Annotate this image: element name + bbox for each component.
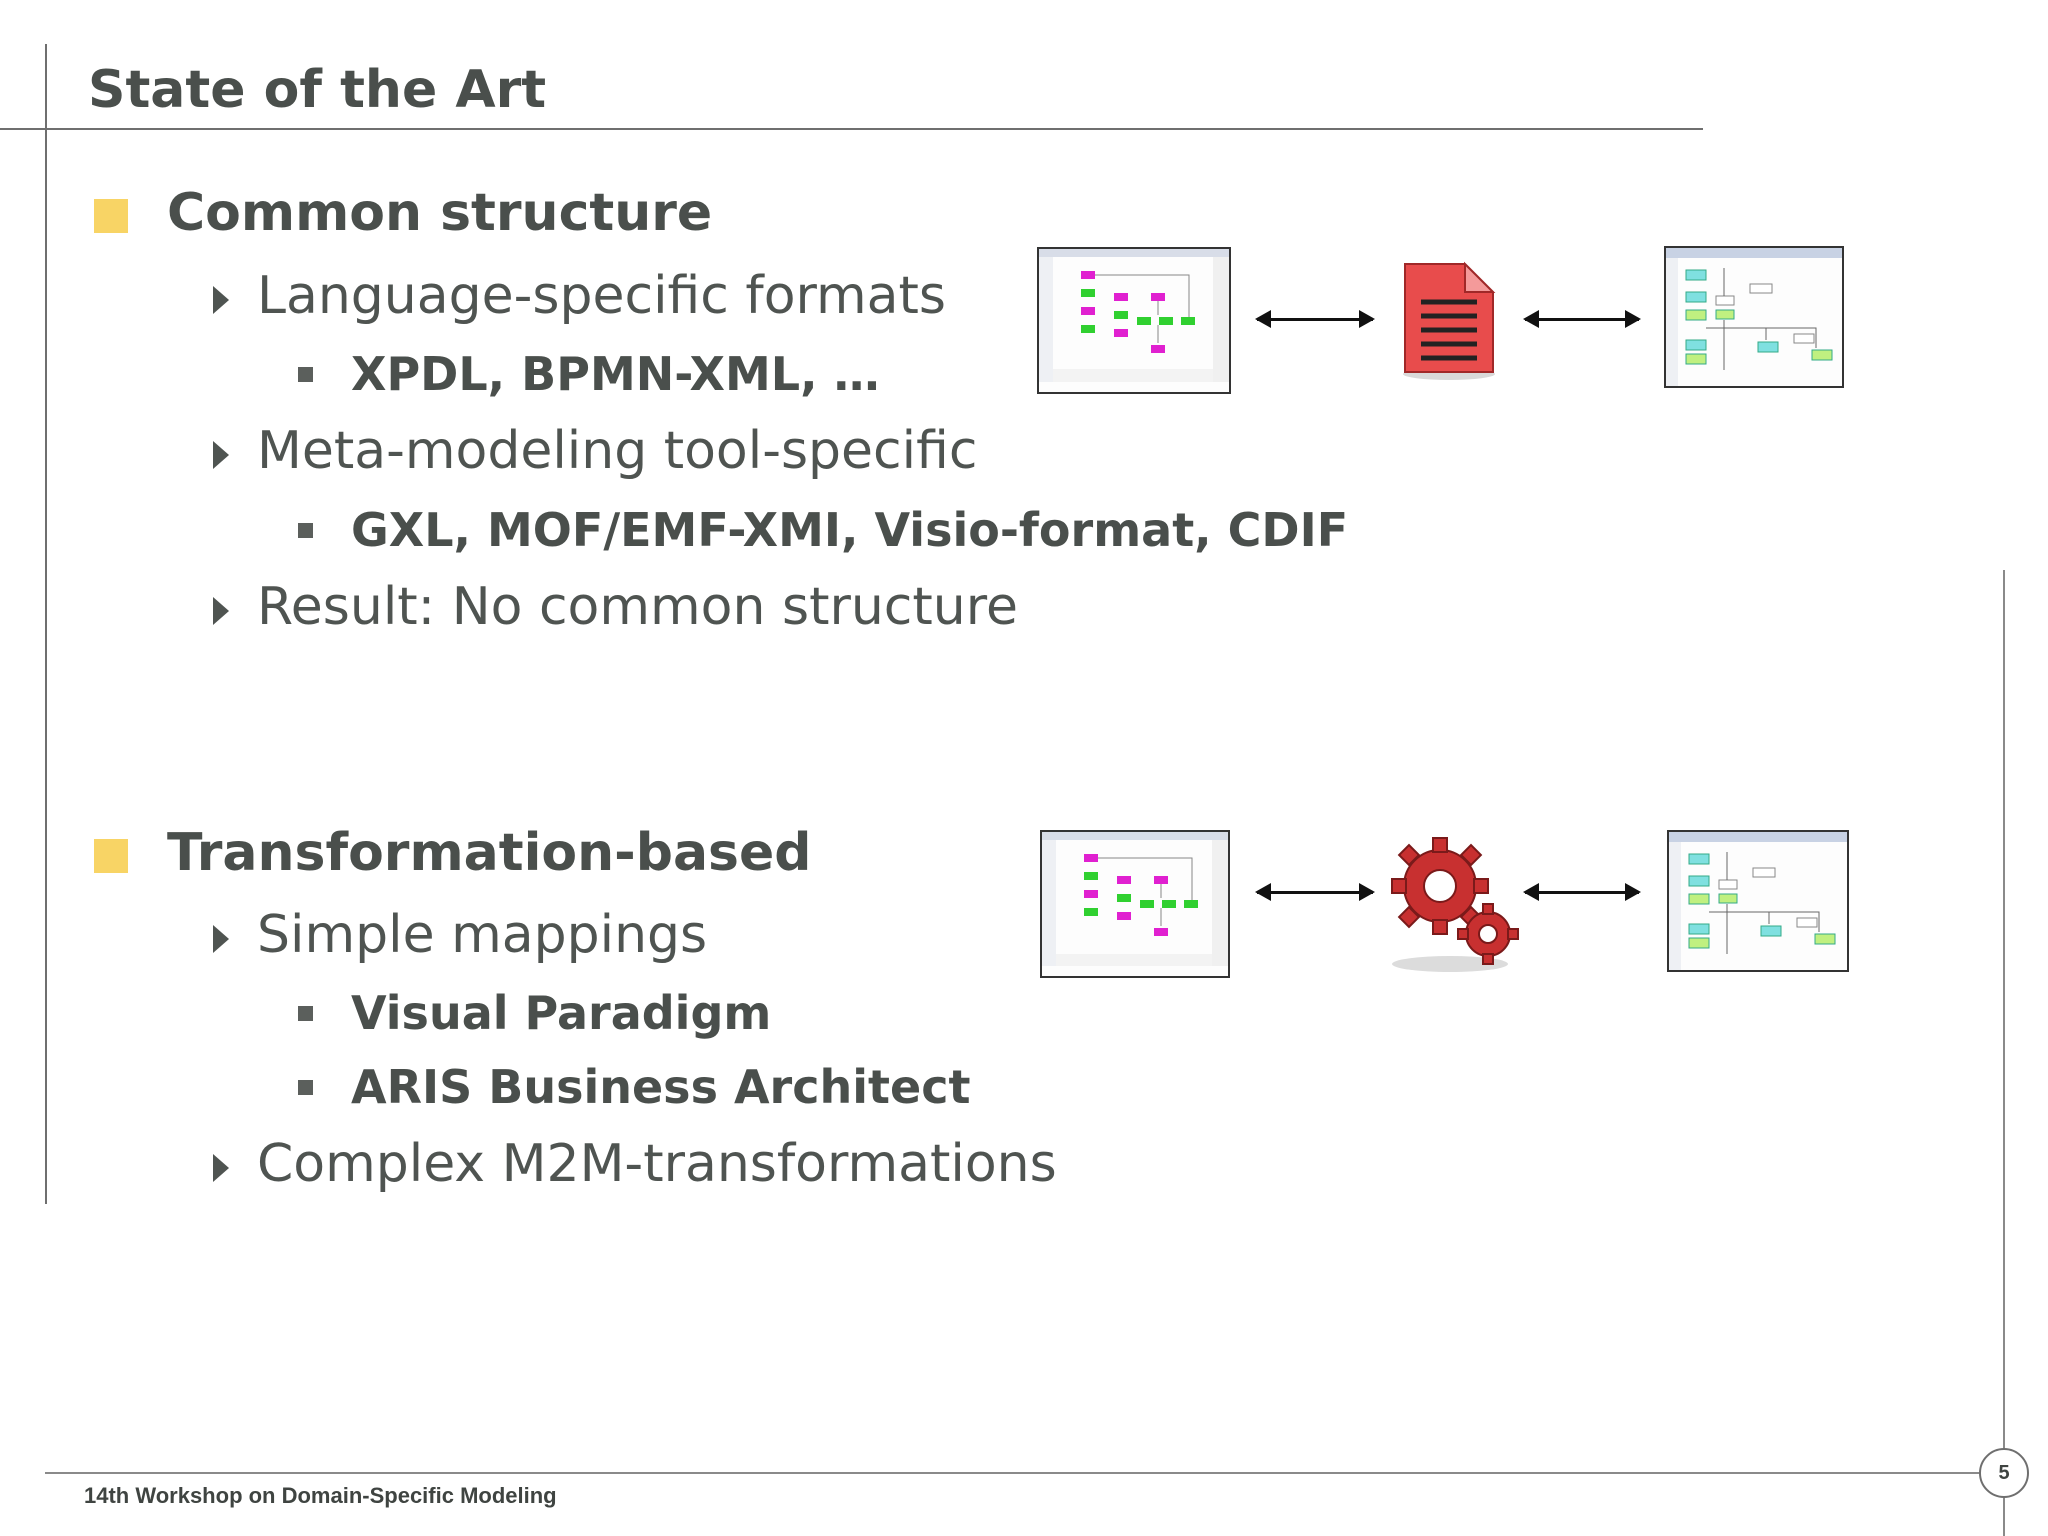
section-heading: Transformation-based: [167, 823, 812, 883]
title-rule: [0, 128, 1703, 130]
bidirectional-arrow-icon: [1523, 883, 1641, 901]
sub-bullet: [298, 523, 313, 538]
section-bullet: [94, 839, 128, 873]
footer-rule: [45, 1472, 2003, 1474]
list-item: Language-specific formats: [257, 266, 946, 326]
slide-title: State of the Art: [88, 60, 547, 120]
sub-item: Visual Paradigm: [351, 986, 772, 1040]
item-arrow-icon: [213, 441, 229, 469]
bidirectional-arrow-icon: [1255, 883, 1375, 901]
item-arrow-icon: [213, 1154, 229, 1182]
page-number: 5: [1979, 1448, 2029, 1498]
sub-bullet: [298, 1080, 313, 1095]
sub-bullet: [298, 367, 313, 382]
item-arrow-icon: [213, 286, 229, 314]
item-arrow-icon: [213, 925, 229, 953]
sub-item: GXL, MOF/EMF-XMI, Visio-format, CDIF: [351, 503, 1349, 557]
right-rule: [2003, 570, 2005, 1536]
sub-item: ARIS Business Architect: [351, 1060, 971, 1114]
list-item: Simple mappings: [257, 905, 708, 965]
gears-icon: [1388, 834, 1522, 974]
model-screenshot-left: [1040, 830, 1230, 978]
model-screenshot-left: [1037, 247, 1231, 394]
list-item: Result: No common structure: [257, 577, 1018, 637]
model-screenshot-right: [1664, 246, 1844, 388]
item-arrow-icon: [213, 597, 229, 625]
footer-text: 14th Workshop on Domain-Specific Modelin…: [84, 1483, 557, 1508]
bidirectional-arrow-icon: [1523, 310, 1641, 328]
document-icon: [1401, 260, 1497, 382]
model-screenshot-right: [1667, 830, 1849, 972]
list-item: Complex M2M-transformations: [257, 1134, 1057, 1194]
section-heading: Common structure: [167, 183, 713, 243]
list-item: Meta-modeling tool-specific: [257, 421, 978, 481]
section-bullet: [94, 199, 128, 233]
sub-item: XPDL, BPMN-XML, …: [351, 347, 880, 401]
left-rule: [45, 44, 47, 1204]
sub-bullet: [298, 1006, 313, 1021]
bidirectional-arrow-icon: [1255, 310, 1375, 328]
